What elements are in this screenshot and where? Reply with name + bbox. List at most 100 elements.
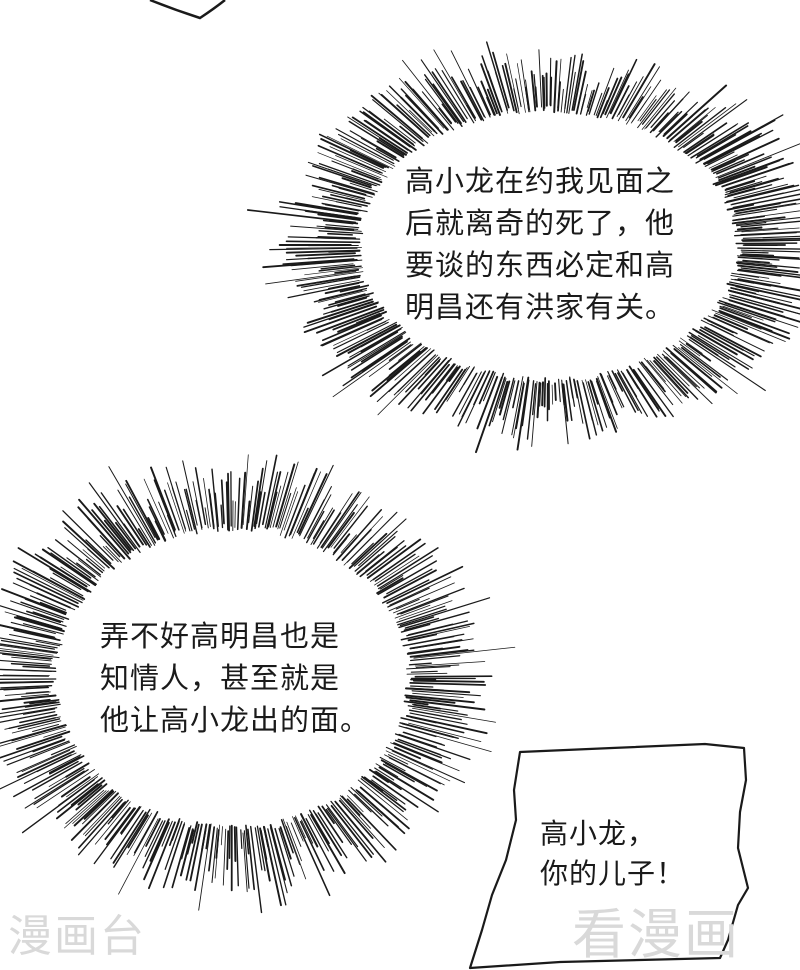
- burst-spike: [407, 360, 450, 409]
- burst-spike: [280, 819, 294, 854]
- burst-spike: [125, 479, 159, 541]
- burst-spike: [735, 222, 767, 227]
- burst-spike: [346, 798, 397, 851]
- burst-spike: [320, 264, 356, 270]
- burst-spike: [412, 679, 485, 683]
- burst-spike: [16, 615, 63, 630]
- burst-spike: [405, 94, 444, 135]
- burst-spike: [356, 551, 385, 575]
- burst-spike: [486, 88, 498, 115]
- burst-spike: [94, 801, 131, 845]
- burst-spike: [26, 610, 62, 624]
- burst-spike: [20, 601, 70, 620]
- burst-spike: [397, 354, 437, 393]
- burst-spike: [597, 376, 618, 429]
- thought-line: 知情人，甚至就是: [100, 661, 341, 695]
- burst-spike: [286, 247, 362, 249]
- burst-spike: [107, 799, 129, 825]
- burst-spike: [0, 685, 53, 689]
- burst-spike: [70, 783, 99, 806]
- burst-spike: [498, 380, 511, 416]
- burst-spike: [378, 137, 407, 156]
- burst-spike: [142, 820, 166, 869]
- burst-spike: [526, 380, 535, 440]
- burst-spike: [295, 271, 364, 282]
- burst-spike: [78, 798, 123, 849]
- burst-spike: [83, 790, 115, 820]
- burst-spike: [719, 307, 790, 335]
- burst-spike: [645, 93, 675, 129]
- burst-spike: [306, 300, 374, 324]
- burst-spike: [579, 93, 587, 115]
- partial-bubble-edge: [149, 0, 226, 20]
- burst-spike: [50, 552, 97, 585]
- burst-spike: [595, 380, 611, 419]
- burst-spike: [339, 284, 370, 293]
- burst-spike: [269, 485, 282, 528]
- burst-spike: [736, 217, 800, 226]
- burst-spike: [492, 51, 510, 109]
- burst-spike: [267, 828, 287, 906]
- thought-burst-left: [0, 454, 516, 914]
- burst-spike: [631, 370, 660, 412]
- burst-spike: [227, 472, 230, 532]
- burst-spike: [22, 708, 56, 715]
- burst-spike: [549, 76, 553, 107]
- burst-spike: [316, 306, 385, 334]
- burst-spike: [722, 305, 764, 321]
- burst-spike: [405, 696, 456, 704]
- burst-spike: [171, 487, 187, 532]
- burst-spike: [735, 202, 797, 214]
- burst-spike: [595, 67, 615, 116]
- burst-spike: [211, 827, 218, 884]
- burst-spike: [501, 64, 515, 112]
- burst-spike: [285, 825, 307, 880]
- burst-spike: [335, 128, 394, 161]
- burst-spike: [616, 369, 643, 414]
- burst-spike: [388, 754, 409, 765]
- burst-spike: [0, 643, 59, 654]
- burst-spike: [269, 827, 288, 894]
- speech-bubble: [468, 742, 750, 970]
- burst-spike: [0, 694, 57, 703]
- burst-spike: [242, 832, 248, 893]
- burst-spike: [334, 293, 366, 303]
- burst-spike: [554, 382, 557, 402]
- burst-spike: [209, 493, 215, 528]
- burst-spike: [641, 87, 677, 130]
- burst-spike: [525, 79, 531, 113]
- burst-spike: [400, 88, 439, 130]
- burst-spike: [321, 314, 382, 342]
- burst-spike: [303, 280, 360, 292]
- burst-spike: [268, 491, 278, 528]
- burst-spike: [62, 520, 115, 570]
- speech-line: 你的儿子！: [540, 857, 686, 890]
- burst-spike: [0, 648, 54, 656]
- burst-spike: [740, 267, 800, 276]
- burst-spike: [736, 226, 763, 231]
- burst-spike: [716, 153, 765, 175]
- burst-spike: [502, 377, 515, 421]
- burst-spike: [726, 282, 800, 301]
- burst-spike: [158, 501, 174, 539]
- burst-spike: [504, 62, 518, 114]
- burst-spike: [347, 116, 407, 155]
- burst-spike: [560, 88, 564, 113]
- burst-spike: [492, 378, 507, 423]
- burst-spike: [192, 481, 203, 529]
- burst-spike: [484, 378, 498, 410]
- burst-spike: [737, 247, 800, 250]
- burst-spike: [411, 88, 449, 131]
- burst-spike: [247, 828, 256, 891]
- burst-spike: [728, 299, 800, 323]
- burst-spike: [17, 750, 75, 779]
- burst-spike: [29, 595, 67, 611]
- burst-spike: [409, 109, 433, 133]
- burst-spike: [398, 342, 422, 361]
- burst-spike: [277, 461, 299, 530]
- burst-spike: [385, 750, 451, 782]
- burst-spike: [171, 827, 191, 889]
- burst-spike: [409, 639, 463, 650]
- burst-spike: [606, 375, 623, 409]
